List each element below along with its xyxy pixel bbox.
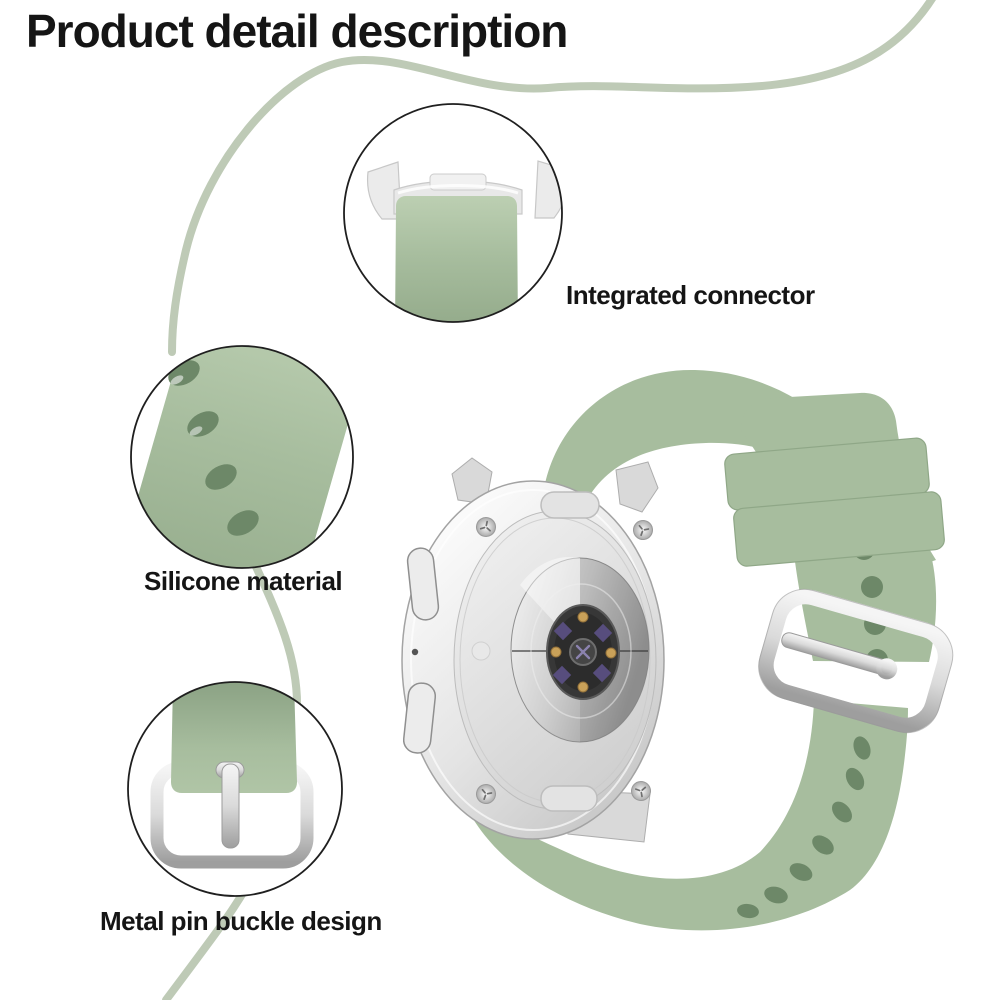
callout-circle-outline — [127, 681, 343, 897]
callout-circle-buckle — [127, 681, 343, 897]
connector-wing-right — [534, 160, 562, 219]
side-button-lower — [402, 682, 437, 754]
strap-hole — [845, 767, 865, 791]
bottom-plate-slot — [540, 785, 598, 812]
screw — [631, 518, 655, 542]
callout-circle-outline — [343, 103, 563, 323]
label-silicone-material: Silicone material — [144, 566, 343, 596]
sensor-module — [510, 556, 650, 743]
strap-hole — [764, 886, 788, 904]
label-integrated-connector: Integrated connector — [566, 280, 815, 310]
buckle-pin-closeup — [221, 763, 240, 849]
charge-contact — [577, 681, 589, 693]
watch-body — [401, 457, 665, 840]
strap-hole — [812, 835, 834, 855]
sensor-diamond — [593, 623, 613, 643]
callout-circle-outline — [130, 345, 354, 569]
strap-hole — [853, 736, 871, 760]
connector-bar-highlight — [397, 184, 519, 195]
side-button-upper — [406, 547, 440, 621]
watch-strap-top — [543, 369, 936, 574]
sensor-hub-cross — [575, 644, 591, 660]
strap-hole — [861, 576, 883, 598]
callout-circle-connector — [343, 103, 563, 323]
connector-strap-end — [395, 196, 518, 322]
charge-contact — [577, 611, 589, 623]
top-lug-connector-left — [451, 457, 493, 505]
strap-hole — [227, 510, 259, 536]
label-metal-pin-buckle: Metal pin buckle design — [100, 906, 382, 936]
plate-reset-dot — [471, 641, 491, 661]
side-mic-hole — [411, 648, 419, 656]
buckle — [758, 588, 954, 734]
sensor-diamond — [552, 665, 572, 685]
charge-contact — [550, 646, 562, 658]
sensor-diamond — [553, 621, 573, 641]
top-plate-slot — [540, 491, 600, 519]
strap-keeper-lower — [733, 491, 945, 567]
product-photo-smartwatch-back — [401, 369, 954, 931]
buckle-frame — [758, 589, 953, 733]
callout-circle-silicone — [130, 345, 354, 569]
strap-hole — [205, 464, 237, 490]
hole-highlight — [189, 426, 203, 436]
charge-contact — [605, 647, 617, 659]
buckle-frame-edge — [758, 588, 954, 734]
sensor-diamond — [592, 663, 612, 683]
decorative-curve-top — [168, 0, 936, 356]
sensor-mid-ring — [530, 583, 632, 719]
hole-highlight — [170, 375, 184, 385]
buckle-pin-hook — [876, 658, 898, 680]
top-lug-connector-right — [615, 461, 659, 513]
strap-hole — [789, 863, 813, 881]
page-title: Product detail description — [26, 5, 568, 57]
buckle-strap-closeup — [171, 682, 297, 793]
strap-hole — [737, 903, 759, 919]
strap-hole — [832, 801, 852, 823]
